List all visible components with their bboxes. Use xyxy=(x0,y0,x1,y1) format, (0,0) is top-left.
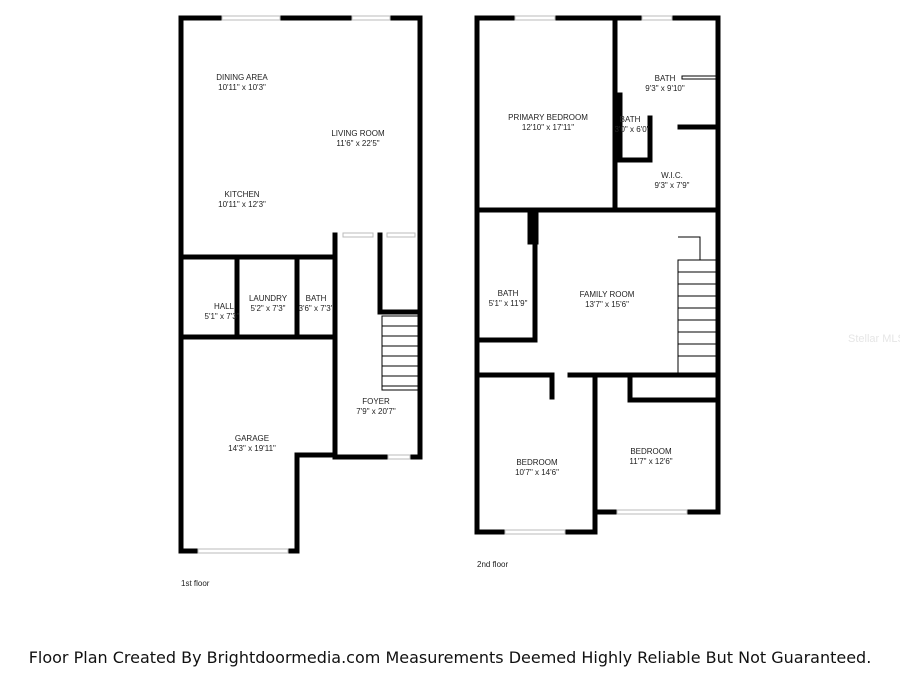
room-name: BATH xyxy=(498,289,519,298)
room-name: KITCHEN xyxy=(224,190,259,199)
second-floor-plan: PRIMARY BEDROOM 12'10" x 17'11" BATH 9'3… xyxy=(474,15,721,569)
room-name: PRIMARY BEDROOM xyxy=(508,113,588,122)
footer-disclaimer: Floor Plan Created By Brightdoormedia.co… xyxy=(28,648,872,667)
floor-label: 1st floor xyxy=(181,579,210,588)
room-name: FOYER xyxy=(362,397,390,406)
room-size: 13'7" x 15'6" xyxy=(585,300,629,309)
room-name: BEDROOM xyxy=(630,447,672,456)
room-size: 10'11" x 12'3" xyxy=(218,200,266,209)
room-size: 11'7" x 12'6" xyxy=(629,457,672,466)
room-size: 5'1" x 7'3" xyxy=(205,312,240,321)
room-name: BATH xyxy=(620,115,641,124)
room-name: HALL xyxy=(214,302,235,311)
room-size: 10'7" x 14'6" xyxy=(515,468,559,477)
room-size: 3'6" x 7'3" xyxy=(299,304,334,313)
stairs xyxy=(381,315,419,391)
room-size: 14'3" x 19'11" xyxy=(228,444,276,453)
room-size: 9'3" x 7'9" xyxy=(655,181,690,190)
watermark: Stellar MLS xyxy=(848,333,900,345)
room-size: 11'6" x 22'5" xyxy=(336,139,379,148)
room-name: BATH xyxy=(655,74,676,83)
room-name: W.I.C. xyxy=(661,171,683,180)
room-name: FAMILY ROOM xyxy=(580,290,635,299)
room-size: 5'1" x 11'9" xyxy=(489,299,528,308)
room-size: 3'0" x 6'0" xyxy=(615,125,650,134)
room-name: DINING AREA xyxy=(216,73,268,82)
room-name: GARAGE xyxy=(235,434,269,443)
room-name: LIVING ROOM xyxy=(331,129,385,138)
floor-label: 2nd floor xyxy=(477,560,508,569)
stairs xyxy=(677,236,717,375)
room-size: 10'11" x 10'3" xyxy=(218,83,266,92)
room-size: 12'10" x 17'11" xyxy=(522,123,574,132)
room-name: LAUNDRY xyxy=(249,294,288,303)
room-size: 7'9" x 20'7" xyxy=(356,407,396,416)
room-name: BEDROOM xyxy=(516,458,558,467)
room-size: 5'2" x 7'3" xyxy=(251,304,286,313)
first-floor-plan: DINING AREA 10'11" x 10'3" LIVING ROOM 1… xyxy=(178,15,423,588)
room-size: 9'3" x 9'10" xyxy=(645,84,685,93)
room-name: BATH xyxy=(306,294,327,303)
